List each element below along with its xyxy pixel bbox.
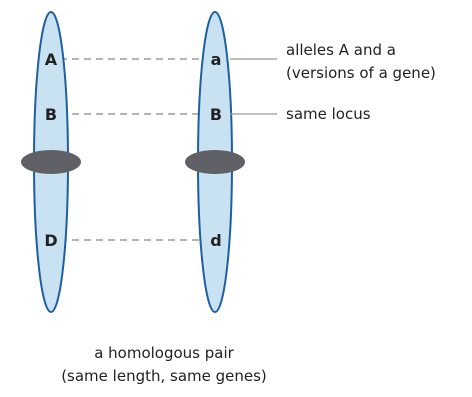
caption-line1: a homologous pair bbox=[94, 344, 234, 362]
right-locus-2: B bbox=[210, 105, 222, 124]
caption-line2: (same length, same genes) bbox=[61, 367, 267, 385]
alleles-annotation-line1: alleles A and a bbox=[286, 41, 396, 59]
left-locus-2: B bbox=[45, 105, 57, 124]
right-centromere bbox=[185, 150, 245, 174]
alleles-annotation-line2: (versions of a gene) bbox=[286, 64, 436, 82]
diagram-caption: a homologous pair (same length, same gen… bbox=[0, 342, 328, 388]
left-locus-1: A bbox=[45, 50, 58, 69]
left-centromere bbox=[21, 150, 81, 174]
same-locus-annotation: same locus bbox=[286, 105, 371, 123]
right-locus-1: a bbox=[211, 50, 222, 69]
right-locus-3: d bbox=[210, 231, 221, 250]
left-locus-3: D bbox=[44, 231, 57, 250]
